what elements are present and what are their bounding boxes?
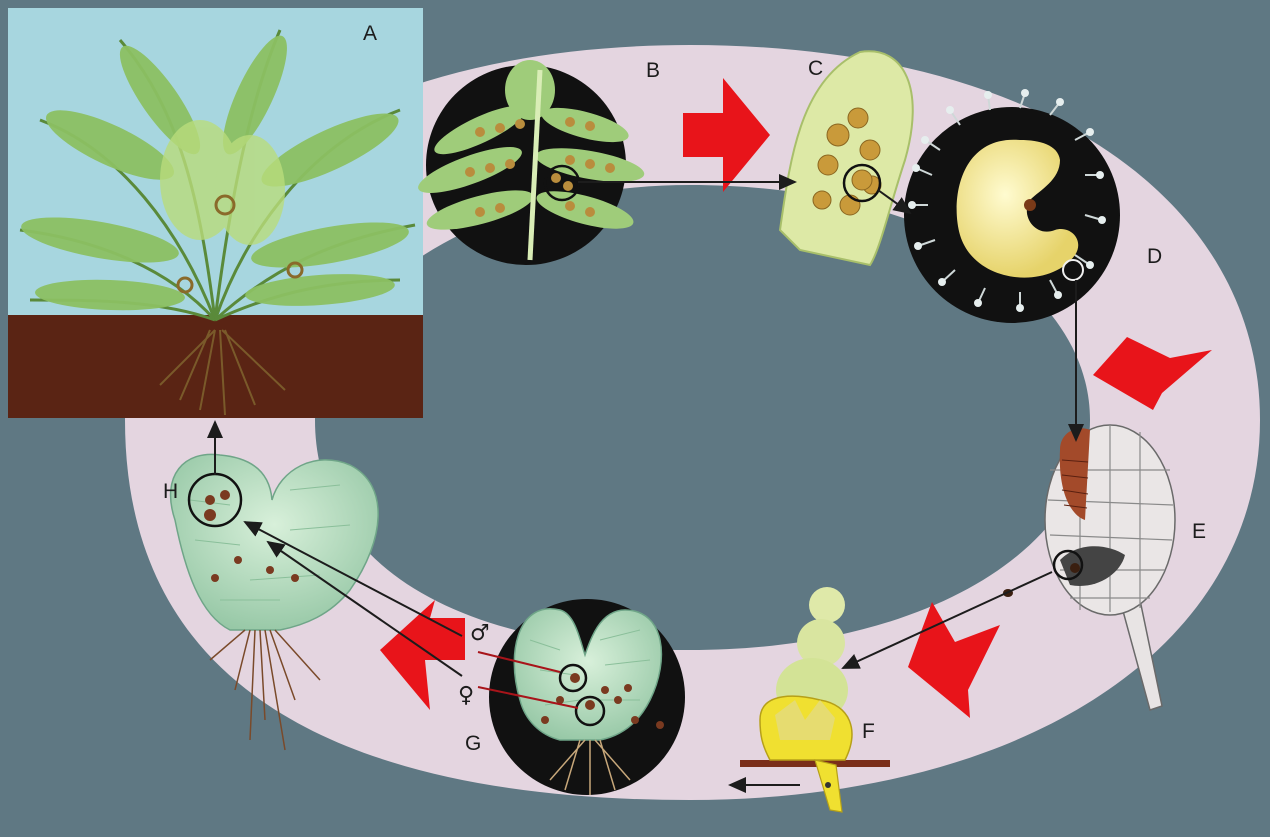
stage-label-g: G [465,732,481,755]
stage-label-a: A [363,22,377,45]
stage-label-c: C [808,57,823,80]
stage-label-b: B [646,59,660,82]
stage-label-f: F [862,720,875,743]
stage-label-e: E [1192,520,1206,543]
stage-label-d: D [1147,245,1162,268]
stage-label-h: H [163,480,178,503]
stage-a-mature-fern: A [8,8,423,418]
female-symbol: ♀ [458,683,474,708]
male-symbol: ♂ [470,621,490,646]
